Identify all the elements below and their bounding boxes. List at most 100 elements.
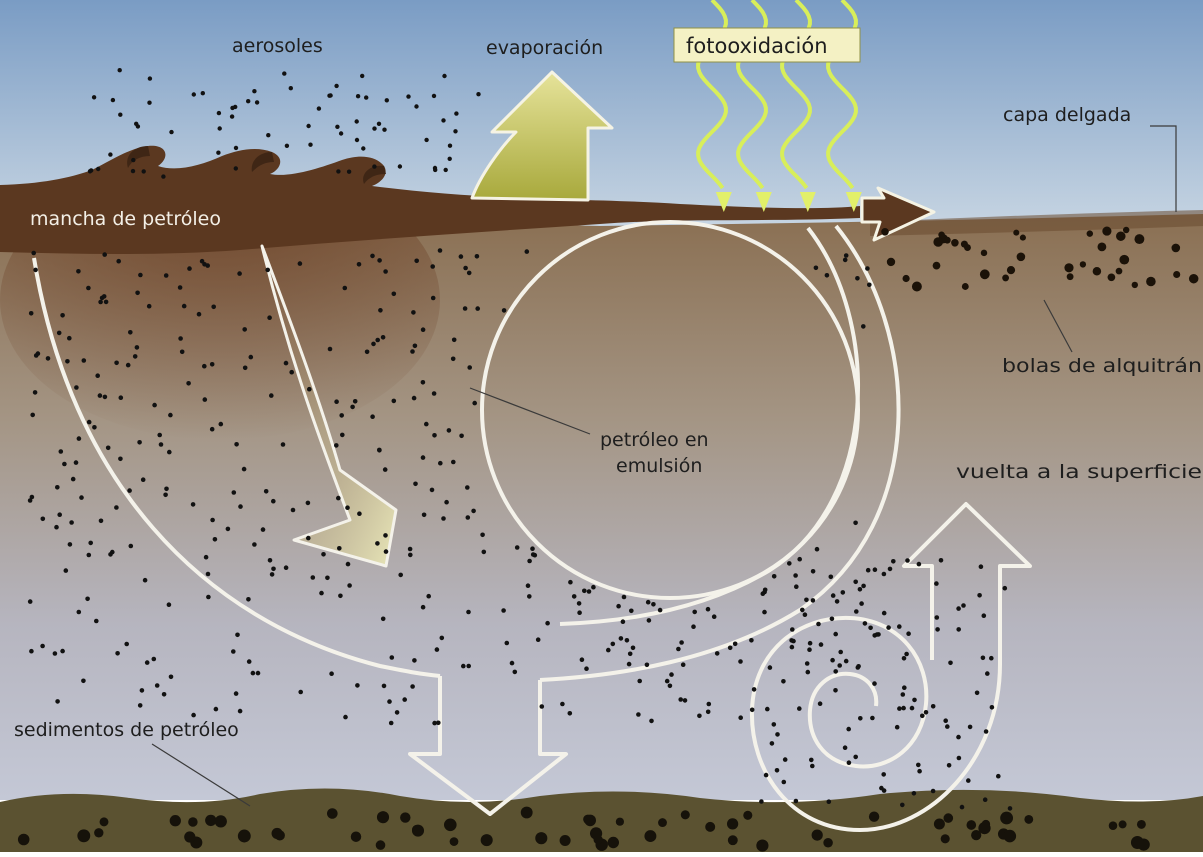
aerosol-dot [454,111,458,115]
aerosol-dot [285,144,289,148]
oil-particle [432,721,437,726]
sediment-particle [934,819,945,830]
oil-particle [77,610,82,615]
aerosol-dot [230,114,234,118]
oil-particle [138,703,143,708]
oil-particle [187,266,192,271]
oil-particle [414,259,419,264]
oil-particle [861,324,866,329]
oil-particle [412,396,417,401]
oil-particle [502,308,507,313]
oil-particle [501,608,506,613]
oil-particle [370,414,375,419]
oil-particle [143,578,148,583]
oil-particle [339,413,344,418]
oil-particle [681,662,686,667]
oil-particle [637,679,642,684]
oil-particle [956,735,961,740]
oil-particle [178,285,183,290]
oil-particle [375,338,380,343]
oil-particle [210,362,215,367]
oil-particle [137,440,142,445]
oil-particle [782,780,787,785]
sediment-particle [616,818,624,826]
oil-particle [956,627,961,632]
label-capa-delgada: capa delgada [1003,104,1131,126]
oil-particle [733,642,738,647]
oil-particle [843,258,848,263]
sediment-particle [823,838,833,848]
sediment-particle [1024,815,1033,824]
oil-particle [854,609,859,614]
aerosol-dot [382,128,386,132]
tar-ball [938,231,945,238]
aerosol-dot [414,104,418,108]
oil-particle [62,462,67,467]
oil-particle [625,638,630,643]
oil-particle [155,683,160,688]
oil-particle [749,638,754,643]
aerosol-dot [308,143,312,147]
oil-particle [74,385,79,390]
oil-particle [191,713,196,718]
oil-particle [54,525,59,530]
sediment-particle [727,818,738,829]
oil-particle [872,681,877,686]
sediment-particle [743,811,752,820]
sediment-particle [188,817,197,826]
oil-particle [738,659,743,664]
aerosol-dot [442,74,446,78]
oil-particle [204,555,209,560]
tar-ball [1119,255,1129,265]
oil-particle [383,533,388,538]
oil-particle [69,520,74,525]
oil-particle [350,405,355,410]
oil-particle [882,572,887,577]
oil-particle [683,698,688,703]
oil-particle [87,553,92,558]
oil-particle [765,707,770,712]
oil-particle [510,661,515,666]
aerosol-dot [433,168,437,172]
oil-particle [440,636,445,641]
oil-particle [357,511,362,516]
sediment-particle [100,817,109,826]
oil-particle [981,656,986,661]
oil-particle [465,485,470,490]
sediment-particle [812,829,823,840]
sediment-particle [584,815,596,827]
sediment-particle [327,808,338,819]
oil-particle [968,725,973,730]
sediment-particle [94,828,103,837]
oil-particle [669,672,674,677]
oil-particle [793,573,798,578]
oil-particle [210,427,215,432]
oil-particle [118,457,123,462]
oil-particle [843,745,848,750]
oil-particle [186,381,191,386]
oil-particle [59,449,64,454]
aerosol-dot [131,169,135,173]
oil-particle [411,310,416,315]
tar-ball [1007,266,1015,274]
aerosol-dot [148,76,152,80]
oil-particle [191,502,196,507]
aerosol-dot [111,98,115,102]
oil-particle [145,660,150,665]
oil-particle [611,642,616,647]
tar-ball [1017,253,1026,262]
oil-particle [28,599,33,604]
aerosol-dot [347,170,351,174]
oil-particle [527,594,532,599]
oil-particle [676,647,681,652]
oil-particle [803,612,808,617]
oil-particle [876,632,881,637]
oil-particle [365,350,370,355]
sediment-particle [971,830,981,840]
oil-particle [480,533,485,538]
aerosol-dot [424,138,428,142]
oil-particle [728,646,733,651]
oil-particle [945,724,950,729]
sediment-particle [215,815,227,827]
oil-particle [472,401,477,406]
